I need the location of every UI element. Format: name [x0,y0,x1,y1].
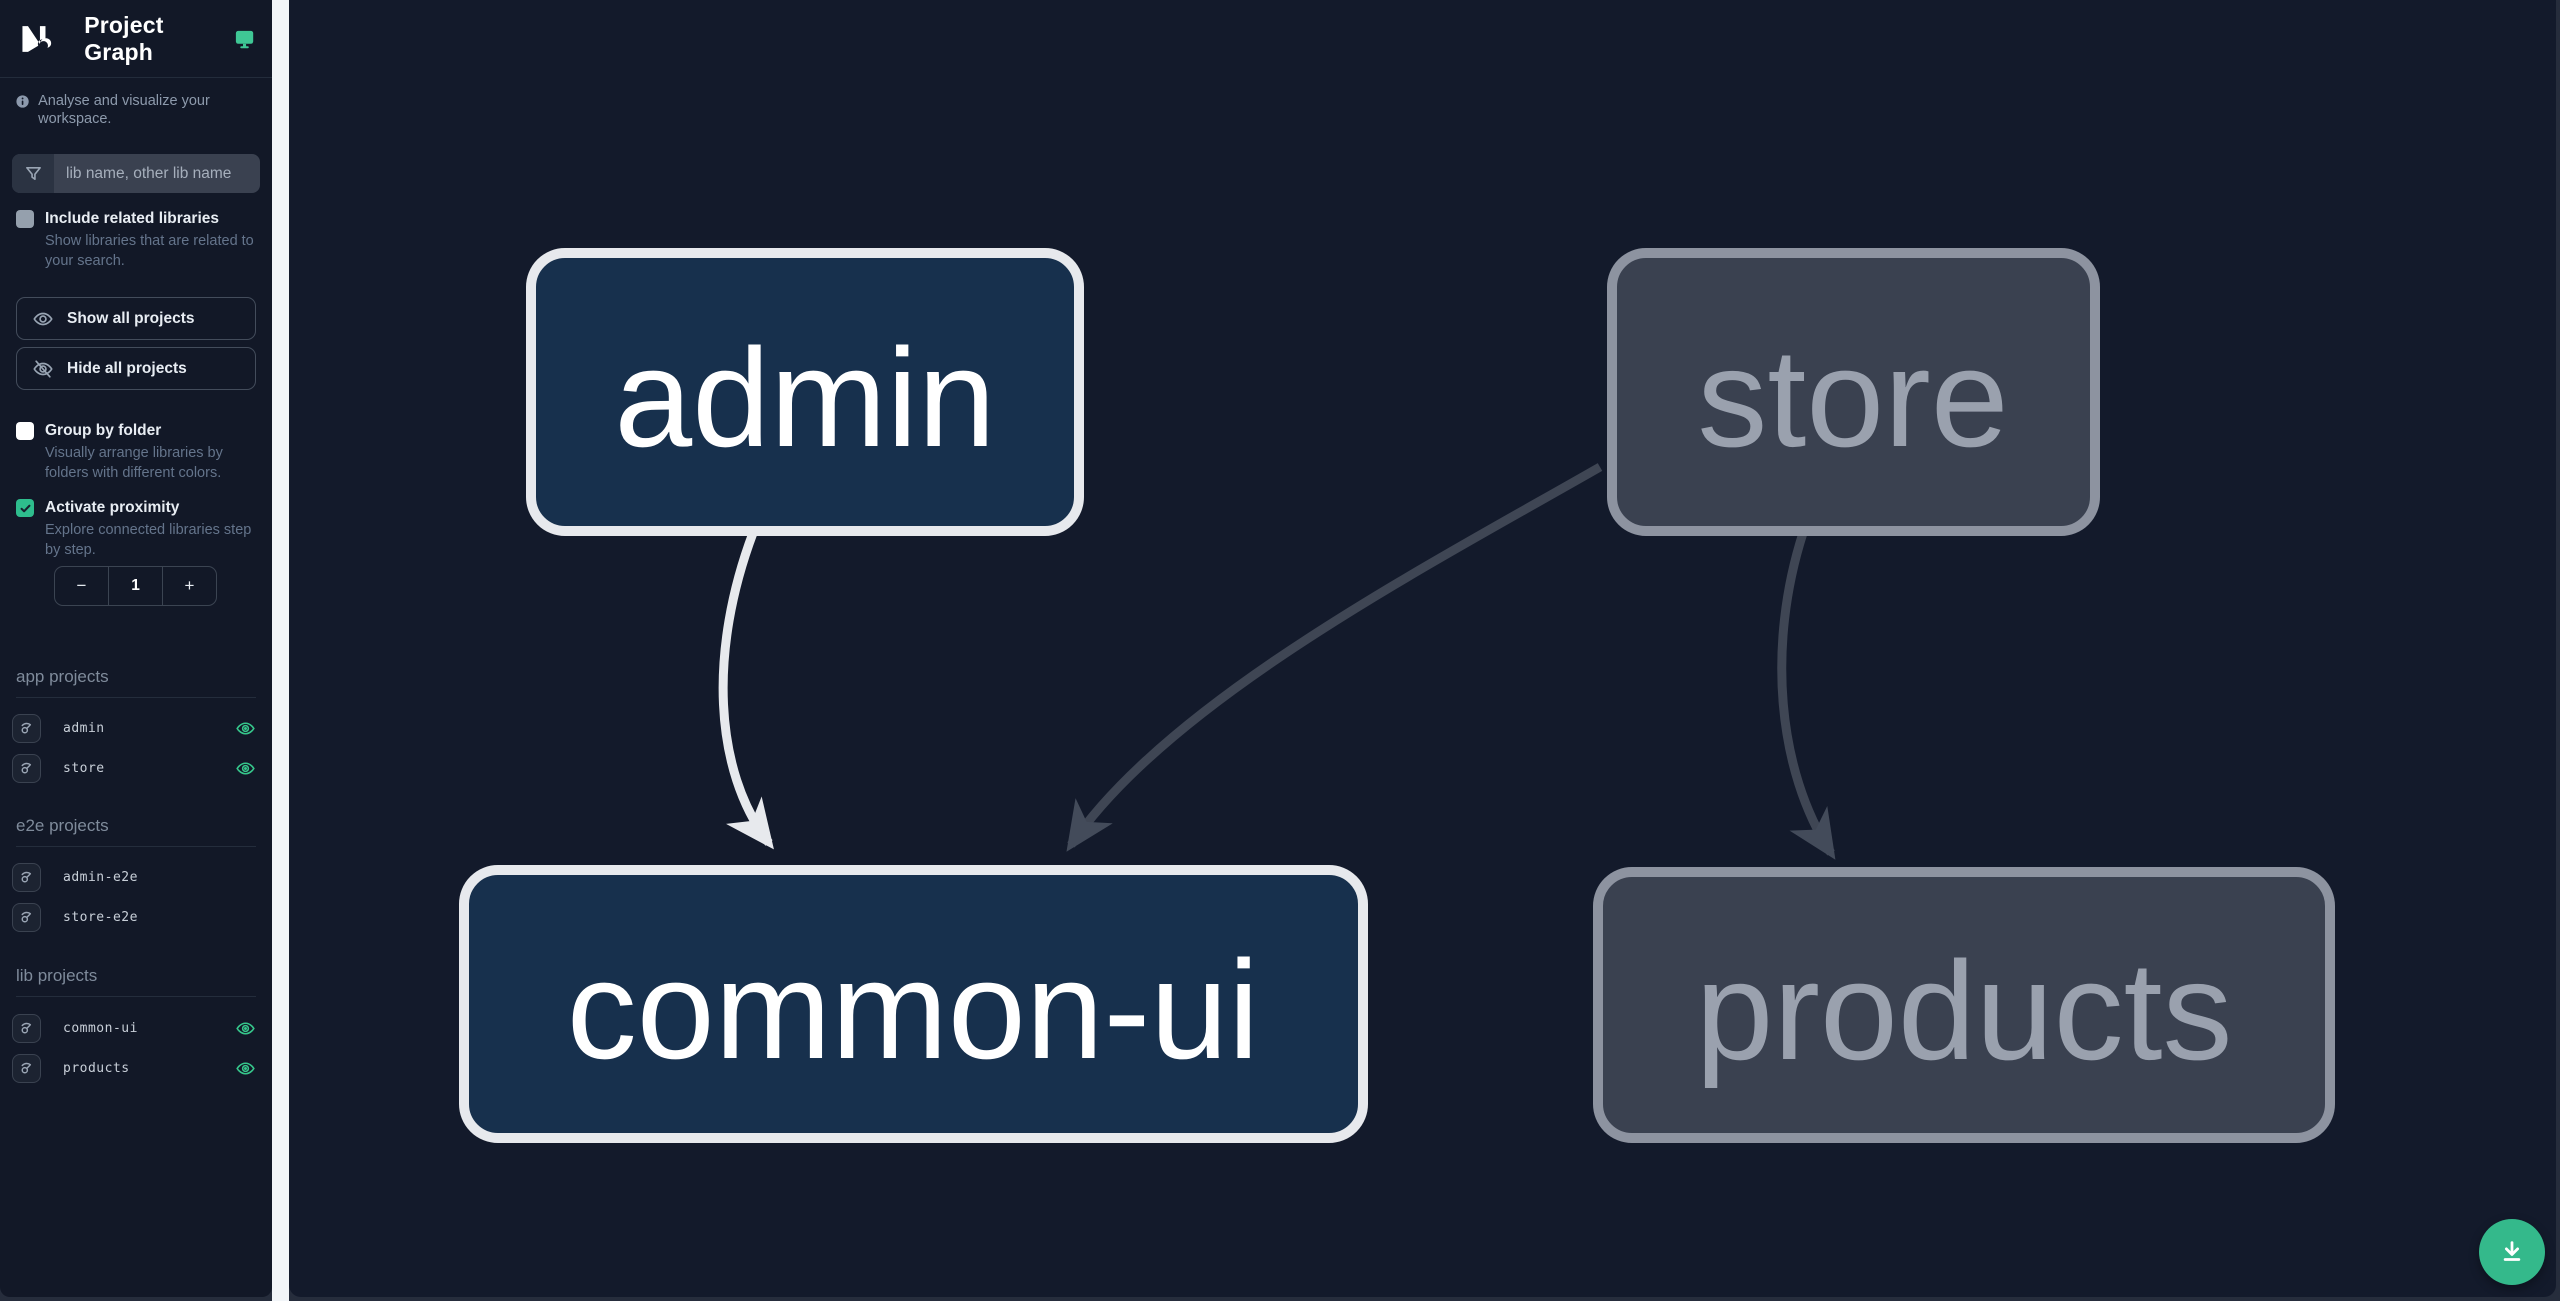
download-button[interactable] [2479,1219,2545,1285]
focus-project-button[interactable] [12,1013,41,1043]
group-by-folder-toggle: Group by folder Visually arrange librari… [16,421,256,483]
project-name[interactable]: admin [63,720,105,736]
focus-project-icon [21,762,32,773]
group-by-folder-desc: Visually arrange libraries by folders wi… [45,445,223,481]
eye-off-icon [33,359,53,378]
proximity-stepper: − 1 + [54,566,217,606]
tagline-text: Analyse and visualize your workspace. [38,93,210,127]
focus-project-icon [21,871,32,882]
proximity-increment-button[interactable]: + [184,576,195,595]
group-by-folder-checkbox[interactable] [16,422,34,440]
project-row-products: products [12,1053,260,1083]
visibility-eye-icon[interactable] [235,758,256,779]
graph-node-common-ui[interactable]: common-ui [459,865,1368,1143]
graph-node-products[interactable]: products [1593,867,2335,1143]
nx-logo-icon [22,25,52,52]
edge-admin-to-common-ui [718,531,774,850]
section-header-lib-projects: lib projects [16,966,256,997]
section-header-app-projects: app projects [16,667,256,698]
hide-all-projects-button[interactable]: Hide all projects [16,347,256,390]
focus-project-icon [21,911,32,922]
activate-proximity-desc: Explore connected libraries step by step… [45,522,252,558]
node-label: store [1697,319,2008,476]
include-related-checkbox[interactable] [16,210,34,228]
focus-project-button[interactable] [12,862,41,892]
section-header-e2e-projects: e2e projects [16,816,256,847]
focus-project-button[interactable] [12,1053,41,1083]
focus-project-icon [21,1062,32,1073]
workspace-tagline: Analyse and visualize your workspace. [0,92,272,128]
include-related-label: Include related libraries [45,210,220,227]
node-label: products [1696,932,2233,1089]
include-related-desc: Show libraries that are related to your … [45,233,254,269]
activate-proximity-toggle: Activate proximity Explore connected lib… [16,498,256,560]
proximity-value: 1 [108,567,163,605]
panel-divider [272,0,289,1301]
project-name[interactable]: store-e2e [63,909,138,925]
sidebar-header: Project Graph [0,0,272,78]
node-label: admin [614,319,995,476]
project-row-common-ui: common-ui [12,1013,260,1043]
info-icon [16,95,29,108]
show-all-projects-label: Show all projects [67,309,195,327]
visibility-eye-icon[interactable] [235,1018,256,1039]
focus-project-icon [21,1022,32,1033]
edge-store-to-products [1777,531,1836,860]
group-by-folder-label: Group by folder [45,422,162,439]
sidebar: Project Graph Analyse and visualize your… [0,0,272,1297]
activate-proximity-label: Activate proximity [45,499,180,516]
monitor-icon[interactable] [233,27,256,51]
show-all-projects-button[interactable]: Show all projects [16,297,256,340]
focus-project-button[interactable] [12,753,41,783]
project-name[interactable]: admin-e2e [63,869,138,885]
project-name[interactable]: common-ui [63,1020,138,1036]
graph-canvas[interactable]: admin store common-ui products [289,0,2556,1297]
project-name[interactable]: products [63,1060,130,1076]
graph-node-admin[interactable]: admin [526,248,1084,536]
include-related-toggle: Include related libraries Show libraries… [16,209,256,271]
project-row-store-e2e: store-e2e [12,902,260,932]
project-graph-svg: admin store common-ui products [459,248,2335,1143]
filter-box [12,154,260,193]
check-icon [20,504,30,512]
activate-proximity-checkbox[interactable] [16,499,34,517]
filter-input[interactable] [54,154,260,193]
focus-project-button[interactable] [12,902,41,932]
project-row-store: store [12,753,260,783]
page-title: Project Graph [84,11,164,65]
visibility-eye-icon[interactable] [235,718,256,739]
project-row-admin: admin [12,713,260,743]
focus-project-button[interactable] [12,713,41,743]
visibility-eye-icon[interactable] [235,1058,256,1079]
project-row-admin-e2e: admin-e2e [12,862,260,892]
funnel-icon [12,154,54,193]
hide-all-projects-label: Hide all projects [67,359,187,377]
node-label: common-ui [567,931,1259,1088]
focus-project-icon [21,722,32,733]
proximity-decrement-button[interactable]: − [76,576,87,595]
download-icon [2503,1241,2521,1261]
graph-node-store[interactable]: store [1607,248,2100,536]
project-name[interactable]: store [63,760,105,776]
edge-store-to-common-ui [1066,463,1603,852]
eye-icon [33,312,53,325]
